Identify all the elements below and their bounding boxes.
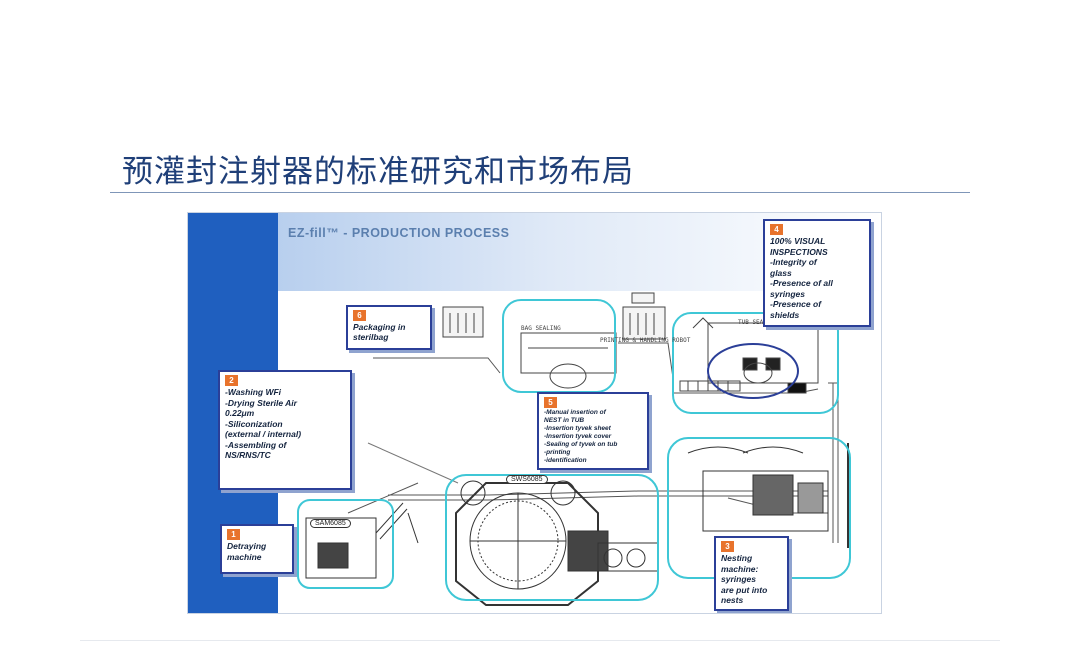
step-number: 1 [227, 529, 240, 540]
step-number: 5 [544, 397, 557, 408]
step-3-box: 3 Nesting machine: syringes are put into… [714, 536, 789, 611]
title-divider [110, 192, 970, 193]
step-4-box: 4 100% VISUAL INSPECTIONS -Integrity of … [763, 219, 871, 327]
sam-label: SAM6085 [310, 519, 351, 528]
tray-shapes [442, 292, 666, 340]
diagram-title: EZ-fill™ - PRODUCTION PROCESS [288, 226, 510, 240]
step-1-box: 1 Detraying machine [220, 524, 294, 574]
step-6-box: 6 Packaging in sterilbag [346, 305, 432, 350]
footer-divider [80, 640, 1000, 641]
nesting-machine-equipment [687, 443, 849, 548]
sam-detraying-machine [305, 502, 419, 579]
bag-sealing-label: BAG SEALING [521, 325, 561, 332]
printing-label: PRINTING & HANDLING ROBOT [600, 337, 691, 344]
sws-label: SWS6085 [506, 475, 548, 484]
step-number: 3 [721, 541, 734, 552]
step-number: 6 [353, 310, 366, 321]
machinery-layout [297, 292, 851, 606]
step-number: 4 [770, 224, 783, 235]
tub-sealer-equipment [679, 317, 819, 394]
sws-washing-machine [455, 480, 659, 606]
inspection-highlight [707, 343, 799, 399]
tub-sealer-label: TUB SEALER [738, 319, 775, 326]
step-5-box: 5 -Manual insertion of NEST in TUB -Inse… [537, 392, 649, 470]
slide-title: 预灌封注射器的标准研究和市场布局 [122, 154, 634, 190]
production-process-figure: EZ-fill™ - PRODUCTION PROCESS [187, 212, 882, 614]
step-number: 2 [225, 375, 238, 386]
step-2-box: 2 -Washing WFi -Drying Sterile Air 0.22μ… [218, 370, 352, 490]
